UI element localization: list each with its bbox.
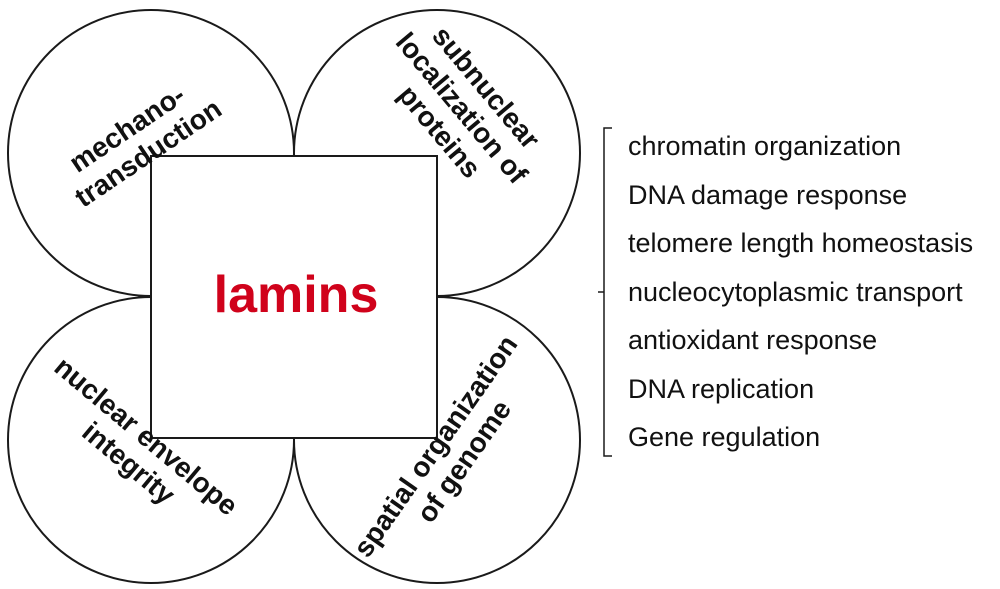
center-label: lamins: [214, 266, 379, 324]
function-item-gene-regulation: Gene regulation: [628, 422, 821, 452]
functions-list: chromatin organization DNA damage respon…: [628, 126, 973, 466]
functions-bracket: [598, 127, 612, 457]
function-item-antioxidant-response: antioxidant response: [628, 325, 878, 355]
function-item-nucleocytoplasmic-transport: nucleocytoplasmic transport: [628, 276, 963, 307]
function-item-dna-damage-response: DNA damage response: [628, 179, 908, 210]
function-item-telomere-length-homeostasis: telomere length homeostasis: [628, 228, 974, 258]
function-item-dna-replication: DNA replication: [628, 373, 815, 404]
function-item-chromatin-organization: chromatin organization: [628, 131, 902, 161]
center-square: [150, 155, 438, 439]
